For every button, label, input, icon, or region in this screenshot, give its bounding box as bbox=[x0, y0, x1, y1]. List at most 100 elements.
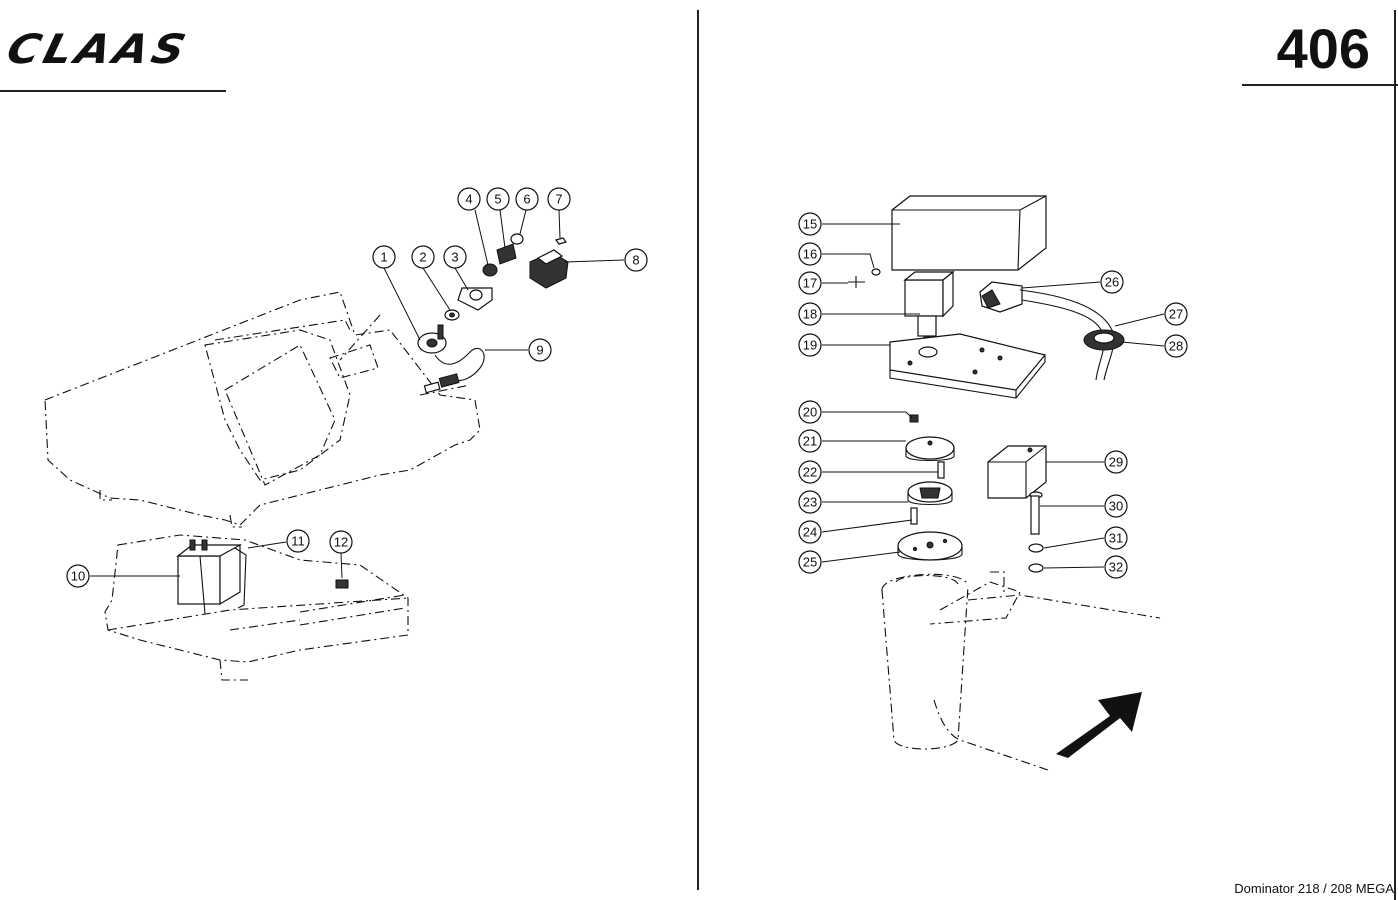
cable-part-9 bbox=[423, 347, 485, 394]
callout-labels: 1 2 3 4 5 6 7 8 9 10 11 12 15 16 17 18 1… bbox=[66, 187, 1188, 588]
callout-10: 10 bbox=[66, 564, 90, 588]
callout-15: 15 bbox=[798, 212, 822, 236]
washer-part-31 bbox=[1028, 543, 1044, 553]
svg-text:21: 21 bbox=[803, 434, 817, 449]
clip-part-17 bbox=[848, 276, 865, 288]
svg-text:29: 29 bbox=[1109, 455, 1123, 470]
svg-text:2: 2 bbox=[419, 250, 426, 265]
svg-text:30: 30 bbox=[1109, 499, 1123, 514]
footer-model-label: Dominator 218 / 208 MEGA bbox=[1234, 881, 1394, 896]
svg-text:31: 31 bbox=[1109, 531, 1123, 546]
callout-2: 2 bbox=[411, 245, 435, 269]
column-and-bracket-outline bbox=[881, 571, 1161, 771]
svg-text:22: 22 bbox=[803, 465, 817, 480]
svg-text:18: 18 bbox=[803, 307, 817, 322]
callout-22: 22 bbox=[798, 460, 822, 484]
callout-5: 5 bbox=[486, 187, 510, 211]
nut-part-32 bbox=[1028, 563, 1044, 573]
direction-arrow-icon bbox=[1056, 692, 1142, 758]
svg-text:1: 1 bbox=[380, 250, 387, 265]
svg-text:26: 26 bbox=[1105, 275, 1119, 290]
callout-17: 17 bbox=[798, 271, 822, 295]
relay-part-10 bbox=[176, 539, 242, 615]
callout-18: 18 bbox=[798, 302, 822, 326]
callout-27: 27 bbox=[1164, 302, 1188, 326]
callout-1: 1 bbox=[372, 245, 396, 269]
base-disc-part-25 bbox=[897, 531, 963, 561]
svg-text:15: 15 bbox=[803, 217, 817, 232]
callout-28: 28 bbox=[1164, 334, 1188, 358]
pin-part-22 bbox=[937, 461, 945, 479]
bracket-part-11 bbox=[234, 547, 247, 609]
callout-25: 25 bbox=[798, 550, 822, 574]
right-border bbox=[1394, 10, 1396, 900]
cap-part-6 bbox=[510, 233, 524, 245]
svg-text:19: 19 bbox=[803, 338, 817, 353]
hub-part-23 bbox=[907, 481, 953, 506]
screw-part-16 bbox=[871, 268, 881, 276]
grommet-part-28 bbox=[1083, 329, 1125, 351]
callout-4: 4 bbox=[457, 187, 481, 211]
svg-text:32: 32 bbox=[1109, 560, 1123, 575]
fuse-part-12 bbox=[335, 579, 349, 589]
callout-23: 23 bbox=[798, 490, 822, 514]
svg-text:3: 3 bbox=[451, 250, 458, 265]
callout-19: 19 bbox=[798, 333, 822, 357]
svg-text:16: 16 bbox=[803, 247, 817, 262]
svg-text:12: 12 bbox=[334, 535, 348, 550]
disc-part-21 bbox=[905, 436, 955, 462]
callout-30: 30 bbox=[1104, 494, 1128, 518]
svg-text:25: 25 bbox=[803, 555, 817, 570]
cab-floor-outline bbox=[104, 534, 409, 681]
callout-20: 20 bbox=[798, 400, 822, 424]
header-rule-left bbox=[0, 90, 226, 92]
svg-text:8: 8 bbox=[632, 253, 639, 268]
leader-lines-right bbox=[821, 223, 1165, 569]
screw-part-20 bbox=[909, 414, 919, 423]
bolt-part-30 bbox=[1029, 491, 1043, 535]
connector-part-26 bbox=[979, 281, 1023, 313]
svg-text:11: 11 bbox=[291, 534, 305, 549]
callout-29: 29 bbox=[1104, 450, 1128, 474]
cab-console-outline bbox=[44, 291, 481, 528]
washer-part-2 bbox=[444, 309, 460, 321]
pin-part-24 bbox=[910, 507, 918, 525]
callout-8: 8 bbox=[624, 248, 648, 272]
callout-16: 16 bbox=[798, 242, 822, 266]
svg-text:4: 4 bbox=[465, 192, 472, 207]
block-part-29 bbox=[987, 445, 1047, 499]
callout-26: 26 bbox=[1100, 270, 1124, 294]
svg-text:27: 27 bbox=[1169, 307, 1183, 322]
knob-part-5 bbox=[496, 243, 517, 265]
page-number: 406 bbox=[1276, 17, 1370, 80]
callout-21: 21 bbox=[798, 429, 822, 453]
center-divider bbox=[697, 10, 699, 890]
svg-text:9: 9 bbox=[536, 343, 543, 358]
leader-lines-left bbox=[90, 209, 625, 579]
mounting-plate-part-19 bbox=[889, 333, 1047, 399]
svg-text:5: 5 bbox=[494, 192, 501, 207]
callout-9: 9 bbox=[528, 338, 552, 362]
callout-12: 12 bbox=[329, 530, 353, 554]
switch-part-1 bbox=[417, 324, 447, 354]
svg-text:28: 28 bbox=[1169, 339, 1183, 354]
callout-3: 3 bbox=[443, 245, 467, 269]
svg-text:10: 10 bbox=[71, 569, 85, 584]
callout-7: 7 bbox=[547, 187, 571, 211]
control-box-part-15 bbox=[891, 195, 1047, 271]
svg-text:24: 24 bbox=[803, 525, 817, 540]
svg-text:17: 17 bbox=[803, 276, 817, 291]
switch-housing-part-8 bbox=[529, 249, 569, 289]
plate-part-3 bbox=[457, 287, 493, 311]
svg-text:20: 20 bbox=[803, 405, 817, 420]
svg-text:7: 7 bbox=[555, 192, 562, 207]
callout-6: 6 bbox=[515, 187, 539, 211]
svg-text:6: 6 bbox=[523, 192, 530, 207]
callout-24: 24 bbox=[798, 520, 822, 544]
svg-text:23: 23 bbox=[803, 495, 817, 510]
nut-part-4 bbox=[482, 263, 498, 277]
callout-11: 11 bbox=[286, 529, 310, 553]
callout-32: 32 bbox=[1104, 555, 1128, 579]
